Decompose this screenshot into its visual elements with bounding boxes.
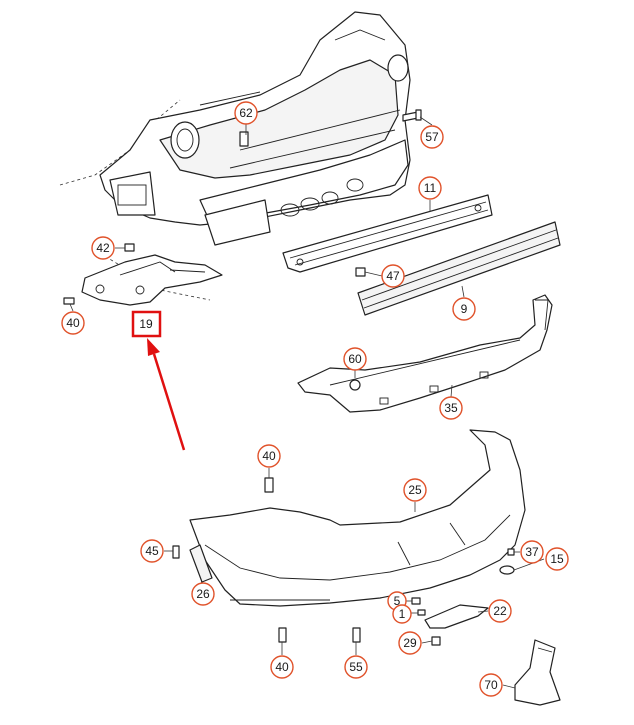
svg-text:35: 35 — [444, 401, 458, 415]
callout-22[interactable]: 22 — [488, 599, 512, 623]
callout-40-upper[interactable]: 40 — [257, 444, 281, 468]
svg-text:40: 40 — [262, 449, 276, 463]
callout-40-lower[interactable]: 40 — [270, 655, 294, 679]
callout-1[interactable]: 1 — [392, 604, 412, 624]
bumper-cover-25 — [189, 429, 526, 607]
svg-text:11: 11 — [424, 181, 437, 195]
callout-42[interactable]: 42 — [91, 236, 115, 260]
callout-37[interactable]: 37 — [520, 540, 544, 564]
svg-text:70: 70 — [484, 678, 498, 692]
callout-29[interactable]: 29 — [398, 631, 422, 655]
callout-70[interactable]: 70 — [479, 673, 503, 697]
highlight-arrow — [147, 338, 186, 451]
callout-9[interactable]: 9 — [452, 297, 476, 321]
svg-text:62: 62 — [239, 106, 253, 120]
callout-19-highlighted[interactable]: 19 — [131, 310, 162, 338]
callout-47[interactable]: 47 — [381, 264, 405, 288]
callout-60[interactable]: 60 — [343, 347, 367, 371]
svg-text:55: 55 — [349, 660, 363, 674]
bracket-22 — [424, 604, 489, 629]
svg-text:57: 57 — [425, 130, 439, 144]
rear-body-panel — [59, 11, 411, 301]
svg-text:9: 9 — [461, 302, 468, 316]
callout-35[interactable]: 35 — [439, 396, 463, 420]
impact-absorber-11 — [282, 194, 493, 273]
svg-text:1: 1 — [399, 607, 406, 621]
trim-26 — [189, 544, 213, 583]
bumper-guide-35 — [297, 294, 553, 413]
svg-text:40: 40 — [275, 660, 289, 674]
callout-26[interactable]: 26 — [191, 582, 215, 606]
callout-11[interactable]: 11 — [418, 176, 442, 200]
callout-15[interactable]: 15 — [545, 547, 569, 571]
svg-text:5: 5 — [394, 594, 401, 608]
svg-text:29: 29 — [403, 636, 417, 650]
leader-lines — [69, 116, 545, 689]
fasteners — [63, 109, 515, 646]
svg-text:25: 25 — [408, 483, 422, 497]
callout-62[interactable]: 62 — [234, 101, 258, 125]
bumper-beam-9 — [357, 221, 561, 316]
svg-text:47: 47 — [386, 269, 400, 283]
svg-text:22: 22 — [493, 604, 507, 618]
callout-55[interactable]: 55 — [344, 655, 368, 679]
callout-45[interactable]: 45 — [140, 539, 164, 563]
bag-70 — [514, 639, 561, 706]
svg-text:26: 26 — [196, 587, 210, 601]
callout-57[interactable]: 57 — [420, 125, 444, 149]
svg-text:42: 42 — [96, 241, 110, 255]
svg-text:19: 19 — [139, 317, 153, 331]
svg-text:45: 45 — [145, 544, 159, 558]
svg-text:15: 15 — [550, 552, 564, 566]
callout-40-bracket[interactable]: 40 — [61, 311, 85, 335]
svg-text:60: 60 — [348, 352, 362, 366]
svg-text:37: 37 — [525, 545, 539, 559]
bracket-19 — [81, 254, 223, 306]
callout-25[interactable]: 25 — [403, 478, 427, 502]
svg-text:40: 40 — [66, 316, 80, 330]
